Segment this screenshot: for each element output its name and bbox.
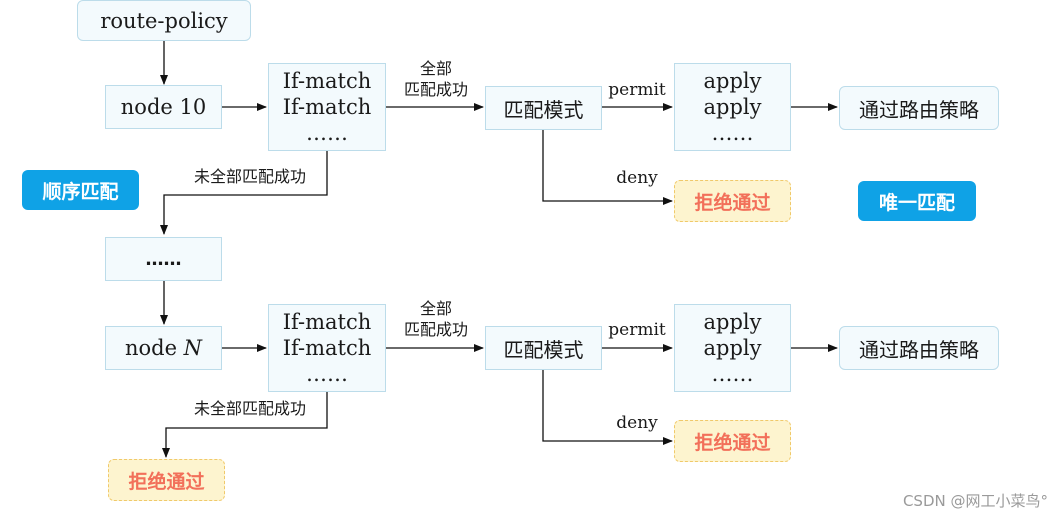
apply-line-2: apply [703, 336, 762, 360]
ellipsis-node-box: …… [105, 237, 222, 281]
if-match-box-2: If-match If-match …… [268, 304, 386, 392]
if-match-line-1: If-match [282, 69, 372, 93]
unique-match-label: 唯一匹配 [878, 191, 955, 214]
apply-box-1: apply apply …… [674, 63, 791, 151]
permit-label-1: permit [608, 80, 666, 100]
permit-label-2: permit [608, 320, 666, 340]
all-match-label-1: 全部 匹配成功 [396, 58, 476, 100]
reject-label-1: 拒绝通过 [694, 191, 771, 214]
all-match-line-1: 全部 [419, 299, 452, 318]
pass-route-policy-box-1: 通过路由策略 [839, 86, 999, 130]
sequential-match-badge: 顺序匹配 [22, 170, 139, 210]
deny-label-1: deny [616, 168, 658, 188]
if-match-line-2: If-match [282, 336, 372, 360]
all-match-label-2: 全部 匹配成功 [396, 298, 476, 340]
apply-line-1: apply [703, 310, 762, 334]
apply-line-2: apply [703, 95, 762, 119]
arrow-mode-to-reject-2 [542, 370, 673, 445]
node-n-label: node N [125, 336, 202, 360]
not-all-match-label-1: 未全部匹配成功 [193, 167, 306, 186]
route-policy-box: route-policy [77, 0, 251, 41]
pass-route-policy-label-1: 通过路由策略 [859, 97, 979, 122]
arrow-mode-to-reject-1 [542, 130, 673, 205]
reject-box-1: 拒绝通过 [674, 180, 791, 222]
if-match-line-1: If-match [282, 310, 372, 334]
not-all-match-label-2: 未全部匹配成功 [193, 399, 306, 418]
apply-ellipsis: …… [711, 121, 754, 145]
match-mode-box-1: 匹配模式 [485, 86, 602, 130]
pass-route-policy-box-2: 通过路由策略 [839, 326, 999, 370]
all-match-line-2: 匹配成功 [403, 80, 468, 99]
match-mode-label-2: 匹配模式 [503, 337, 584, 362]
if-match-line-2: If-match [282, 95, 372, 119]
final-reject-box: 拒绝通过 [108, 459, 225, 501]
node-10-box: node 10 [105, 85, 222, 129]
csdn-watermark: CSDN @网工小菜鸟° [902, 492, 1048, 510]
apply-box-2: apply apply …… [674, 304, 791, 392]
node-n-prefix: node [124, 336, 184, 360]
apply-ellipsis: …… [711, 362, 754, 386]
reject-box-2: 拒绝通过 [674, 420, 791, 462]
final-reject-label: 拒绝通过 [128, 470, 205, 493]
match-mode-box-2: 匹配模式 [485, 326, 602, 370]
node-10-label: node 10 [120, 95, 207, 119]
ellipsis-node-label: …… [145, 248, 182, 270]
pass-route-policy-label-2: 通过路由策略 [859, 337, 979, 362]
if-match-ellipsis: …… [306, 121, 348, 145]
node-n-variable: N [183, 336, 203, 360]
reject-label-2: 拒绝通过 [694, 431, 771, 454]
node-n-box: node N [105, 326, 222, 370]
apply-line-1: apply [703, 69, 762, 93]
all-match-line-1: 全部 [419, 59, 452, 78]
sequential-match-label: 顺序匹配 [42, 180, 119, 203]
all-match-line-2: 匹配成功 [403, 320, 468, 339]
route-policy-label: route-policy [100, 8, 228, 33]
if-match-box-1: If-match If-match …… [268, 63, 386, 151]
unique-match-badge: 唯一匹配 [858, 181, 976, 221]
match-mode-label-1: 匹配模式 [503, 97, 584, 122]
deny-label-2: deny [616, 413, 658, 433]
if-match-ellipsis: …… [306, 362, 348, 386]
arrow-ifmatch-to-ellipsis [160, 151, 328, 235]
arrow-ifmatch-to-final-reject [162, 392, 328, 458]
